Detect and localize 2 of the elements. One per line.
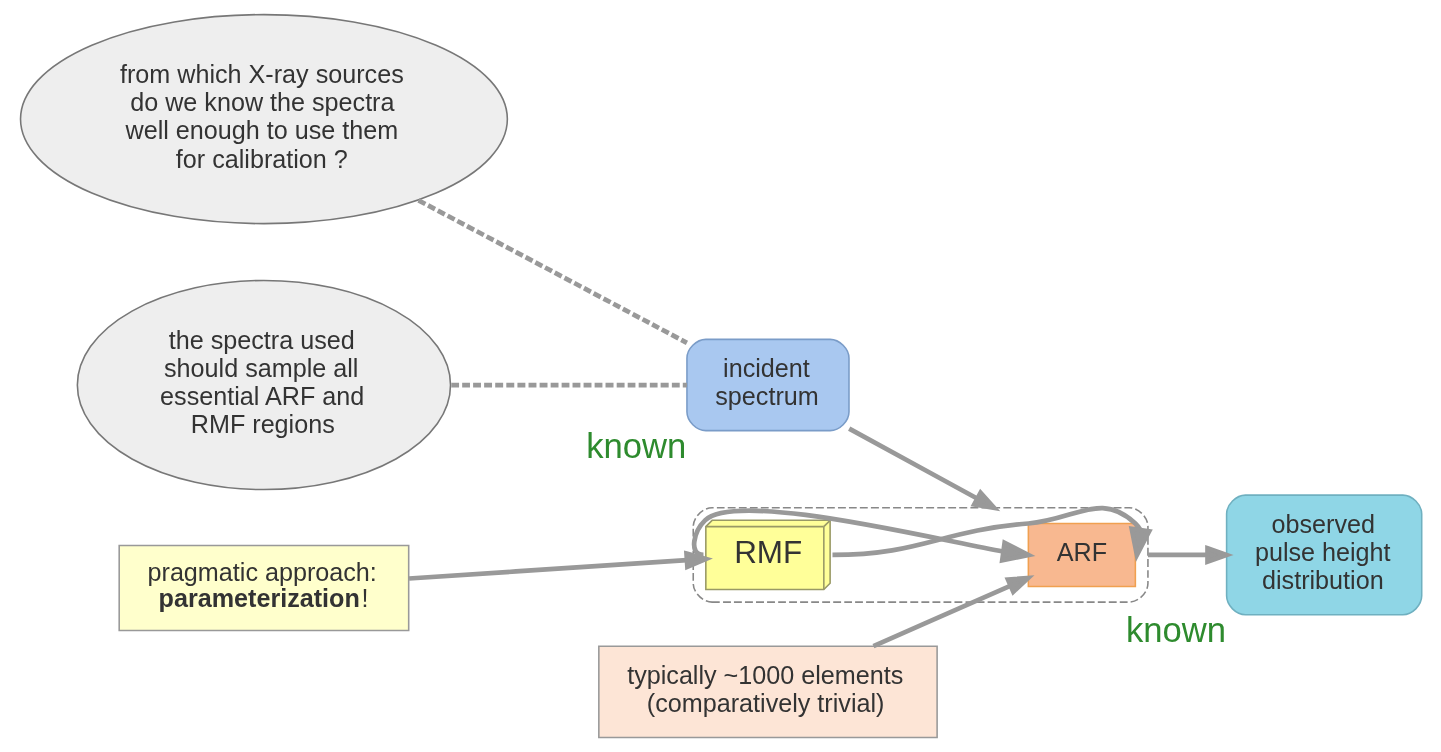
node-label: known — [1125, 611, 1226, 650]
node-label: known — [585, 427, 686, 466]
